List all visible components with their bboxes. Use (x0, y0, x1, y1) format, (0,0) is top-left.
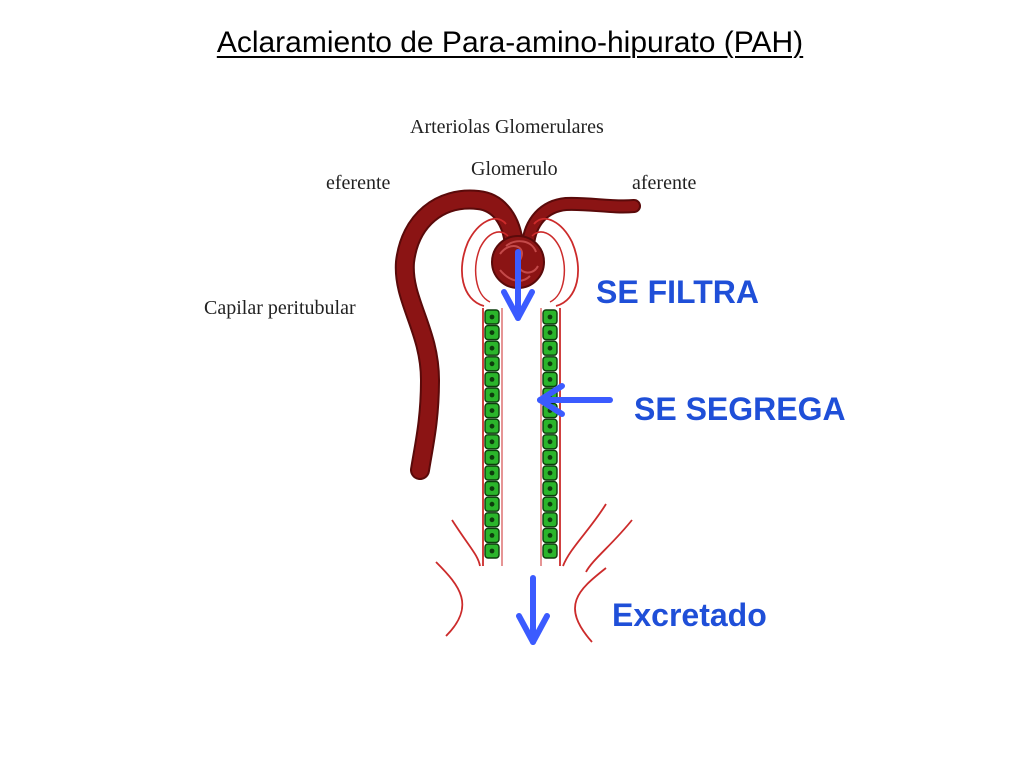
cell-nucleus (547, 345, 553, 351)
lower-vessel-right-lower (574, 567, 607, 643)
cell-nucleus (489, 392, 495, 398)
bowman-capsule-outer (461, 218, 579, 307)
cell-nucleus (489, 548, 495, 554)
cell-nucleus (547, 517, 553, 523)
cell-nucleus (489, 423, 495, 429)
cell-nucleus (489, 345, 495, 351)
label-arteriolas: Arteriolas Glomerulares (410, 116, 604, 138)
cell-nucleus (489, 486, 495, 491)
cell-nucleus (489, 330, 495, 335)
bowman-capsule-inner (474, 231, 566, 303)
cell-nucleus (547, 533, 553, 538)
cell-nucleus (547, 377, 553, 382)
arrow-excretado (516, 575, 550, 645)
label-excretado: Excretado (612, 597, 767, 633)
cell-nucleus (547, 548, 553, 554)
cell-nucleus (547, 330, 553, 335)
lower-vessel-right-upper-2 (585, 519, 633, 573)
label-eferente: eferente (326, 172, 391, 194)
cell-nucleus (489, 408, 495, 413)
label-se-segrega: SE SEGREGA (634, 391, 846, 427)
label-se-filtra: SE FILTRA (596, 274, 759, 310)
cell-nucleus (489, 314, 495, 320)
page-title: Aclaramiento de Para-amino-hipurato (PAH… (216, 26, 804, 59)
cell-nucleus (547, 501, 553, 507)
label-capilar-peritubular: Capilar peritubular (204, 297, 356, 319)
lower-vessel-right-upper (562, 503, 607, 567)
cell-nucleus (489, 533, 495, 538)
cell-nucleus (547, 486, 553, 491)
tubular-epithelium (484, 309, 558, 559)
cell-nucleus (489, 439, 495, 445)
lower-vessel-left-lower (435, 561, 464, 637)
cell-nucleus (489, 470, 495, 476)
cell-nucleus (489, 501, 495, 507)
lower-vessel-left-upper (451, 519, 481, 567)
label-glomerulo: Glomerulo (471, 158, 558, 180)
cell-nucleus (489, 377, 495, 382)
cell-nucleus (547, 314, 553, 320)
cell-nucleus (547, 439, 553, 445)
cell-nucleus (547, 470, 553, 476)
arrow-se-segrega (537, 383, 613, 417)
cell-nucleus (547, 455, 553, 460)
cell-nucleus (489, 455, 495, 460)
cell-nucleus (489, 517, 495, 523)
cell-nucleus (547, 361, 553, 367)
label-aferente: aferente (632, 172, 697, 194)
cell-nucleus (547, 423, 553, 429)
arrow-se-filtra (501, 249, 535, 321)
cell-nucleus (489, 361, 495, 367)
